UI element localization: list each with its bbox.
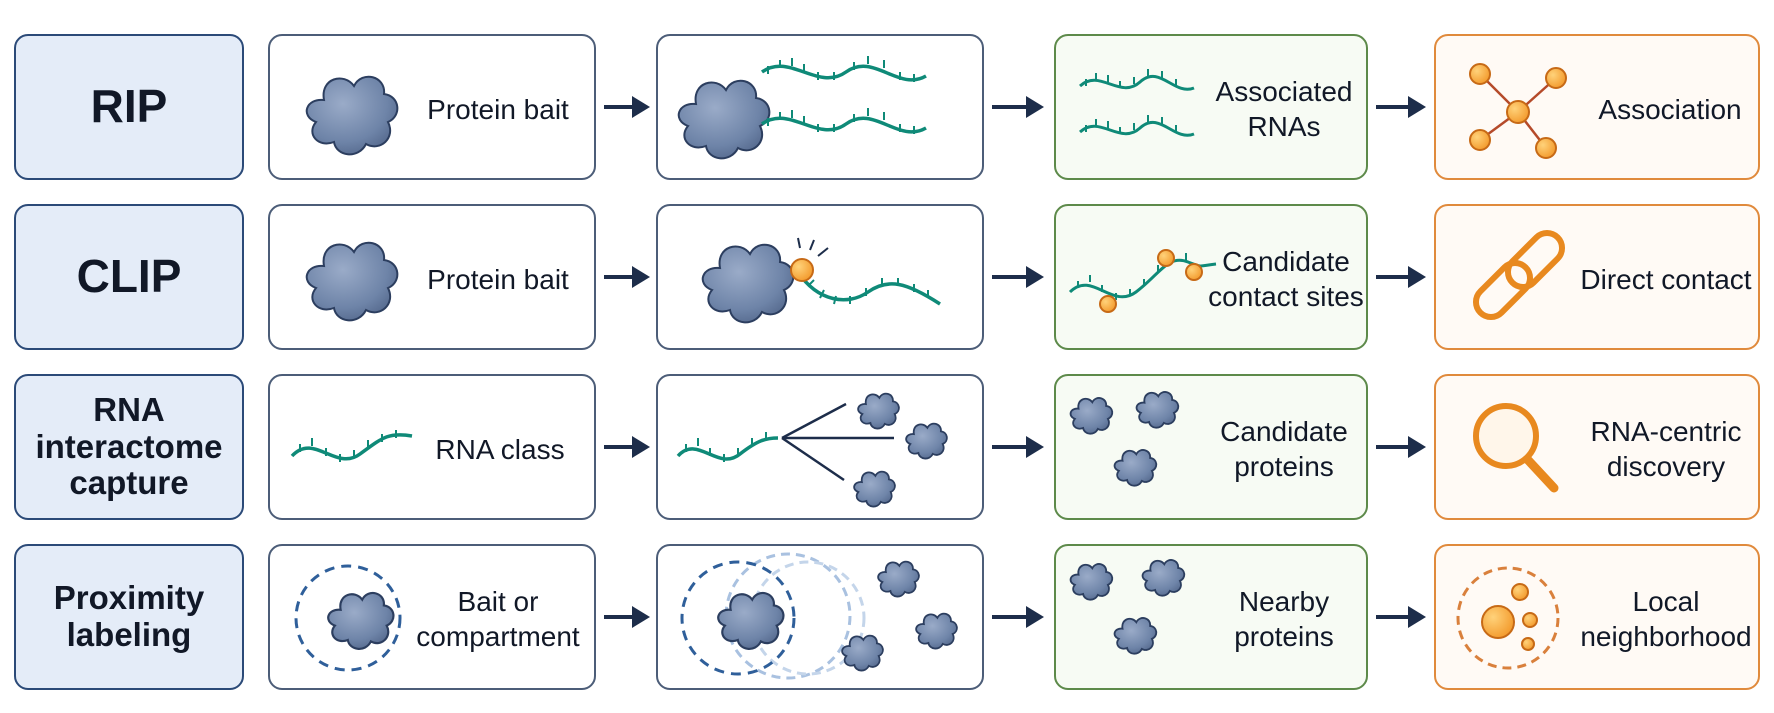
step1-label-clip: Protein bait: [427, 263, 569, 295]
step3-line1: Nearby: [1238, 586, 1330, 617]
step2-box-proximity: [656, 544, 984, 690]
arrow-icon: [992, 606, 1044, 628]
arrow-icon: [1376, 96, 1426, 118]
step2-box-rip: [656, 34, 984, 180]
network-nodes-icon: [1469, 63, 1567, 159]
step4-box-ric: RNA-centric discovery: [1434, 374, 1760, 520]
step2-box-clip: [656, 204, 984, 350]
arrow-icon: [1376, 436, 1426, 458]
step3-box-ric: Candidate proteins: [1054, 374, 1368, 520]
magnifier-icon: [1473, 403, 1559, 493]
arrow-icon: [992, 436, 1044, 458]
step2-box-ric: [656, 374, 984, 520]
step3-line2: proteins: [1234, 621, 1334, 652]
step1-box-clip: Protein bait: [268, 204, 596, 350]
step1-label-ric: RNA class: [435, 433, 565, 465]
step4-line1: RNA-centric: [1590, 416, 1742, 447]
protein-blob-icon: [305, 241, 399, 322]
protein-cluster-icon: [1069, 391, 1180, 487]
step3-label-ric: Candidate proteins: [1206, 376, 1362, 522]
arrow-icon: [604, 266, 650, 288]
step4-box-proximity: Local neighborhood: [1434, 544, 1760, 690]
step4-label-proximity: Local neighborhood: [1576, 546, 1756, 692]
step3-line2: proteins: [1234, 451, 1334, 482]
step3-box-clip: Candidate contact sites: [1054, 204, 1368, 350]
row-clip: CLIP Protein bait: [0, 204, 1774, 350]
step4-line2: neighborhood: [1580, 621, 1752, 652]
step4-line2: discovery: [1606, 451, 1726, 482]
step3-label-clip: Candidate contact sites: [1206, 206, 1366, 352]
arrow-icon: [992, 266, 1044, 288]
step3-label-proximity: Nearby proteins: [1206, 546, 1362, 692]
step3-line1: Candidate: [1220, 416, 1348, 447]
step1-line1: Bait or: [457, 586, 539, 617]
step4-label-ric: RNA-centric discovery: [1576, 376, 1756, 522]
rna-to-proteins-icon: [676, 392, 948, 508]
step4-line1: Local: [1632, 586, 1700, 617]
rna-with-contact-sites-icon: [1068, 249, 1217, 313]
step4-label-rip: Association: [1598, 93, 1742, 125]
step4-box-rip: Association: [1434, 34, 1760, 180]
step1-line2: compartment: [416, 621, 580, 652]
arrow-icon: [604, 606, 650, 628]
step3-line1: Candidate: [1222, 246, 1350, 277]
crosslinked-protein-rna-icon: [701, 237, 941, 324]
step1-label-proximity: Bait or compartment: [410, 546, 586, 692]
step3-line2: RNAs: [1247, 111, 1321, 142]
step3-box-proximity: Nearby proteins: [1054, 544, 1368, 690]
arrow-icon: [604, 436, 650, 458]
protein-in-ring-icon: [294, 564, 402, 672]
method-title-clip: CLIP: [76, 250, 182, 303]
rna-strands-icon: [1078, 69, 1195, 137]
step3-line1: Associated: [1215, 76, 1353, 107]
arrow-icon: [1376, 266, 1426, 288]
rna-strand-icon: [290, 430, 413, 462]
step1-box-ric: RNA class: [268, 374, 596, 520]
orange-dots-ring-icon: [1456, 566, 1560, 670]
step4-box-clip: Direct contact: [1434, 204, 1760, 350]
protein-blob-icon: [305, 75, 399, 156]
method-box-clip: CLIP: [14, 204, 244, 350]
step1-box-proximity: Bait or compartment: [268, 544, 596, 690]
step4-label-clip: Direct contact: [1580, 263, 1752, 295]
chain-link-icon: [1472, 229, 1566, 321]
step1-label-rip: Protein bait: [427, 93, 569, 125]
arrow-icon: [604, 96, 650, 118]
method-title-rip: RIP: [90, 80, 168, 133]
arrow-icon: [992, 96, 1044, 118]
method-box-rip: RIP: [14, 34, 244, 180]
step1-box-rip: Protein bait: [268, 34, 596, 180]
labeling-radius-icon: [680, 552, 958, 680]
step3-line2: contact sites: [1208, 281, 1364, 312]
protein-cluster-icon: [1069, 559, 1186, 655]
protein-with-rna-strands-icon: [677, 56, 927, 160]
arrow-icon: [1376, 606, 1426, 628]
